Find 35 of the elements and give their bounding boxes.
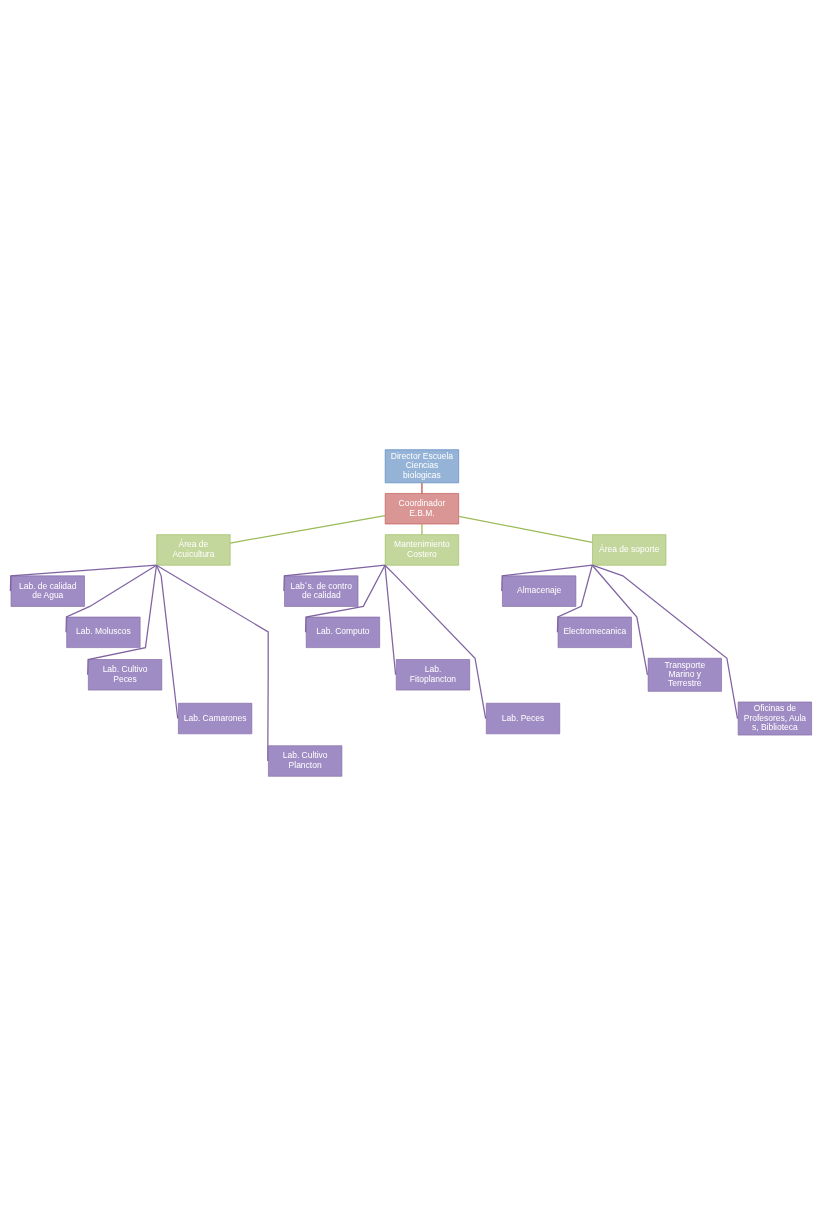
connector [384, 564, 487, 720]
node-box: Oficinas de Profesores, Aula s, Biblioteca [737, 701, 812, 736]
connector [9, 564, 158, 592]
connector [155, 564, 269, 762]
connector [458, 515, 593, 543]
connector [556, 564, 593, 633]
node-box: Lab. Cultivo Peces [88, 659, 163, 691]
connector [304, 564, 386, 633]
node-box: Director Escuela Ciencias biologicas [384, 449, 459, 484]
node-box: Lab. Computo [305, 616, 380, 648]
connector [384, 564, 397, 676]
connector [87, 564, 158, 676]
connector [591, 564, 649, 676]
node-box: Transporte Marino y Terrestre [647, 657, 722, 692]
node-box: Lab´s. de contro de calidad [284, 575, 359, 607]
node-box: Almacenaje [502, 575, 577, 607]
connector [229, 515, 386, 544]
connector [501, 564, 593, 592]
node-box: Mantenimiento Costero [384, 534, 459, 566]
connector [155, 564, 179, 720]
connector [421, 482, 423, 495]
connector [65, 564, 158, 633]
connector [283, 564, 386, 592]
node-box: Lab. de calidad de Agua [10, 575, 85, 607]
node-box: Lab. Fitoplancton [395, 659, 471, 691]
node-box: Lab. Camarones [178, 702, 253, 735]
node-box: Coordinador E.B.M. [384, 493, 459, 525]
node-box: Lab. Moluscos [66, 616, 141, 648]
node-box: Electromecanica [557, 616, 632, 648]
connector [421, 523, 423, 536]
node-box: Área de soporte [592, 534, 667, 566]
node-box: Área de Acuicultura [156, 534, 231, 566]
connector [591, 564, 739, 720]
node-box: Lab. Peces [485, 702, 561, 735]
node-box: Lab. Cultivo Plancton [268, 745, 343, 777]
